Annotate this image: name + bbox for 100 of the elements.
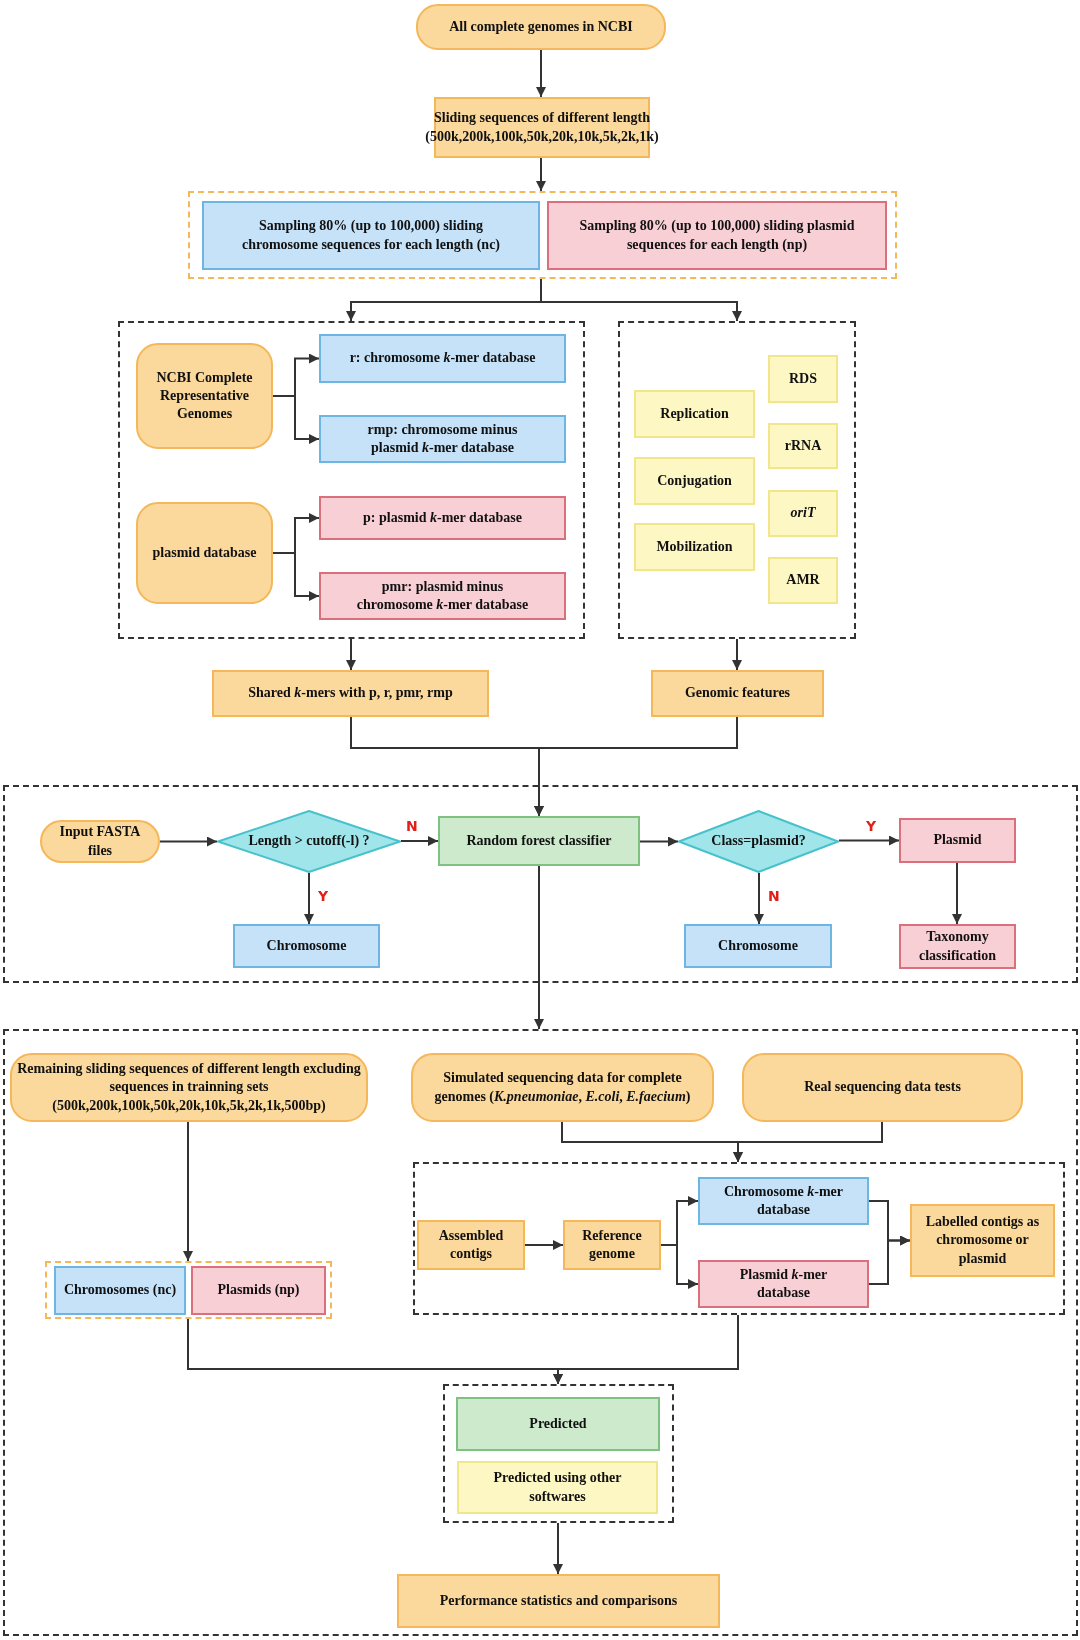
process-box	[417, 1220, 525, 1270]
arrow	[346, 638, 356, 671]
edge-label: N	[404, 818, 420, 834]
box-text: Plasmid k-mer database	[738, 1265, 829, 1302]
edge-label: Y	[864, 818, 879, 834]
arrow	[868, 1235, 911, 1285]
arrow	[733, 1121, 883, 1163]
process-box	[397, 1574, 720, 1628]
feature-box	[768, 355, 838, 403]
process-box	[698, 1177, 869, 1225]
box-text: AMR	[786, 571, 820, 590]
box-text: Chromosome	[266, 936, 347, 955]
decision-text: Length > cutoff(-l) ?	[248, 832, 370, 851]
feature-box	[634, 457, 755, 505]
box-text: Reference genome	[581, 1226, 643, 1263]
box-text: Taxonomy classification	[918, 928, 997, 965]
dashed-group-frame	[3, 785, 1078, 983]
box-text: Real sequencing data tests	[804, 1078, 961, 1097]
box-text: plasmid database	[152, 543, 257, 562]
process-box	[438, 816, 640, 866]
arrow	[838, 835, 900, 846]
dashed-group-frame	[443, 1384, 674, 1523]
box-text: Sliding sequences of different length (500k,200k,100k,50k,20k,10k,5k,2k,1k)	[425, 109, 659, 146]
box-text: Sampling 80% (up to 100,000) sliding plasmid sequences for each length (np)	[579, 217, 855, 254]
box-text: Chromosome	[718, 936, 798, 955]
dashed-group-frame	[618, 321, 856, 639]
process-box	[191, 1266, 326, 1315]
box-text: Replication	[660, 404, 729, 423]
process-box	[54, 1266, 186, 1315]
dashed-group-frame	[118, 321, 585, 639]
box-text: Labelled contigs as chromosome or plasmid	[924, 1213, 1041, 1268]
terminal-box	[416, 4, 666, 50]
feature-box	[634, 523, 755, 571]
box-text: Plasmid	[933, 831, 982, 850]
process-box	[212, 670, 489, 717]
process-box	[319, 572, 566, 620]
arrow	[553, 1522, 563, 1575]
dashed-group-frame	[45, 1261, 332, 1319]
box-text: Predicted using other softwares	[492, 1469, 623, 1506]
terminal-box	[40, 820, 160, 863]
feature-box	[634, 390, 755, 438]
arrow	[159, 836, 218, 847]
arrow	[534, 716, 738, 817]
process-box	[910, 1204, 1055, 1277]
dashed-group-frame	[188, 191, 897, 279]
process-box	[233, 924, 380, 968]
box-text: Shared k-mers with p, r, pmr, rmp	[248, 684, 453, 703]
arrow	[272, 395, 320, 444]
process-box	[684, 924, 832, 968]
process-box	[899, 818, 1016, 863]
process-box	[651, 670, 824, 717]
box-text: r: chromosome k-mer database	[349, 349, 536, 368]
box-text: pmr: plasmid minus chromosome k-mer database	[355, 577, 530, 614]
dashed-group-frame	[413, 1162, 1065, 1315]
box-text: Conjugation	[657, 471, 732, 490]
arrow	[536, 157, 546, 192]
edge-label: Y	[316, 888, 331, 904]
terminal-box	[136, 502, 273, 604]
box-text: Remaining sliding sequences of different length excluding sequences in trainning sets (500k,200k,100k,50k,20k,10k,5k,2k,1k,500bp)	[17, 1060, 361, 1115]
feature-box	[768, 557, 838, 604]
box-text: Chromosome k-mer database	[722, 1182, 845, 1219]
process-box	[899, 924, 1016, 969]
arrow	[524, 1240, 564, 1250]
arrow	[272, 552, 320, 601]
box-text: Performance statistics and comparisons	[439, 1591, 678, 1610]
box-text: rmp: chromosome minus plasmid k-mer database	[366, 420, 519, 457]
box-text: Mobilization	[656, 537, 733, 556]
arrow	[732, 638, 742, 671]
box-text: Chromosomes (nc)	[63, 1281, 177, 1300]
box-text: p: plasmid k-mer database	[363, 508, 522, 527]
arrow	[639, 836, 679, 847]
arrow	[304, 872, 314, 925]
process-box	[319, 415, 566, 463]
box-text: Plasmids (np)	[217, 1281, 300, 1300]
arrow	[660, 1244, 699, 1289]
box-text: rRNA	[784, 436, 822, 455]
box-text: Sampling 80% (up to 100,000) sliding chromosome sequences for each length (nc)	[240, 217, 502, 254]
terminal-box	[742, 1053, 1023, 1122]
terminal-box	[411, 1053, 714, 1122]
process-box	[456, 1397, 660, 1451]
decision-text: Class=plasmid?	[711, 832, 806, 851]
process-box	[698, 1260, 869, 1308]
process-box	[319, 334, 566, 383]
arrow	[952, 862, 962, 925]
box-text: Genomic features	[684, 684, 791, 703]
process-box	[319, 496, 566, 540]
terminal-box	[10, 1053, 368, 1122]
box-text: Random forest classifier	[466, 831, 612, 850]
feature-box	[768, 423, 838, 469]
edge-label: N	[766, 888, 782, 904]
process-box	[547, 201, 887, 270]
box-text: Assembled contigs	[437, 1226, 505, 1263]
terminal-box	[136, 343, 273, 449]
box-text: NCBI Complete Representative Genomes	[155, 368, 254, 424]
arrow	[183, 1121, 193, 1262]
process-box	[563, 1220, 661, 1270]
arrow	[400, 836, 439, 846]
box-text: All complete genomes in NCBI	[449, 17, 633, 36]
feature-box	[457, 1461, 658, 1514]
feature-box	[768, 490, 838, 537]
